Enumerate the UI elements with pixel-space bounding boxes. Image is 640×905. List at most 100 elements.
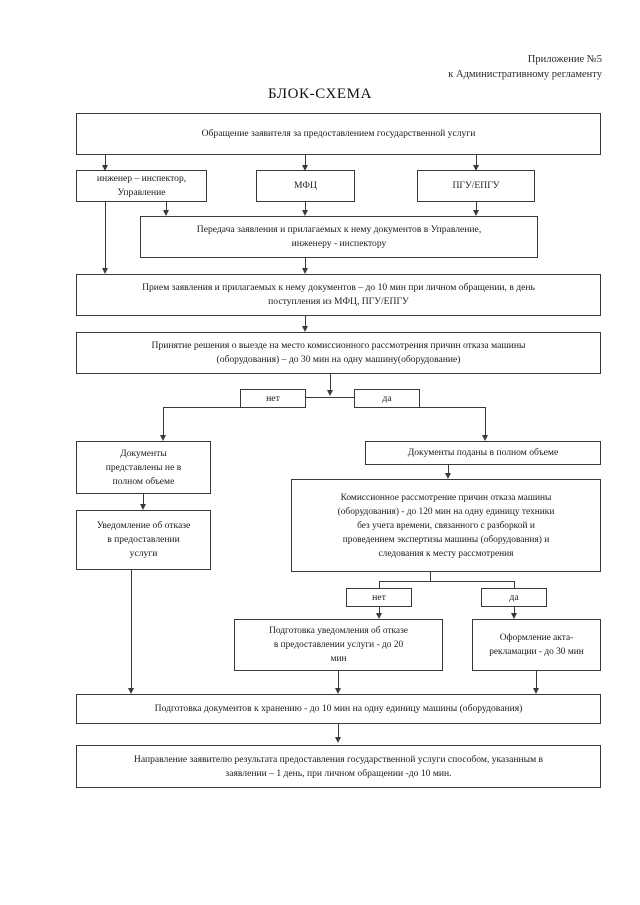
arrowhead-n2-n5 bbox=[162, 210, 169, 216]
node-commission-review: Комиссионное рассмотрение причин отказа … bbox=[291, 479, 601, 572]
edge-n7-branch bbox=[330, 374, 331, 392]
arrowhead-n10-n12 bbox=[139, 504, 146, 510]
node-prepare-storage: Подготовка документов к хранению - до 10… bbox=[76, 694, 601, 724]
node-accept-application-label-line1: Прием заявления и прилагаемых к нему док… bbox=[142, 282, 535, 293]
node-documents-incomplete-label-line1: Документы bbox=[120, 447, 167, 459]
arrowhead-n16-n18 bbox=[334, 688, 341, 694]
edge-n16-n18 bbox=[338, 671, 339, 690]
appendix-regulation-reference: к Административному регламенту bbox=[448, 69, 602, 80]
node-issue-claim-act: Оформление акта- рекламации - до 30 мин bbox=[472, 619, 601, 671]
node-engineer-inspector-label-line1: инженер – инспектор, bbox=[96, 173, 187, 184]
edge-n12-n18 bbox=[131, 570, 132, 690]
edge-branch2-yes bbox=[514, 581, 515, 588]
node-transfer-documents-label-line1: Передача заявления и прилагаемых к нему … bbox=[196, 224, 482, 235]
edge-n17-n18 bbox=[536, 671, 537, 690]
arrowhead-n1-n2 bbox=[101, 165, 108, 171]
node-commission-review-label-line3: без учета времени, связанного с разборко… bbox=[357, 520, 535, 531]
node-documents-incomplete: Документы представлены не в полном объем… bbox=[76, 441, 211, 494]
edge-n1-n3 bbox=[305, 155, 306, 167]
node-transfer-documents: Передача заявления и прилагаемых к нему … bbox=[140, 216, 538, 258]
node-prepare-storage-label: Подготовка документов к хранению - до 10… bbox=[154, 703, 523, 714]
edge-n14-n16 bbox=[379, 607, 380, 616]
node-prepare-refusal-notice: Подготовка уведомления об отказе в предо… bbox=[234, 619, 443, 671]
node-accept-application-label-line2: поступления из МФЦ, ПГУ/ЕПГУ bbox=[268, 296, 409, 307]
edge-n5-n6 bbox=[305, 258, 306, 270]
edge-n10-n12 bbox=[143, 494, 144, 506]
node-documents-complete-label: Документы поданы в полном объеме bbox=[407, 447, 559, 458]
node-citizen-request-label: Обращение заявителя за предоставлением г… bbox=[201, 128, 476, 139]
node-commission-review-label-line2: (оборудования) - до 120 мин на одну един… bbox=[337, 506, 555, 517]
node-transfer-documents-label-line2: инженеру - инспектору bbox=[291, 238, 387, 249]
arrowhead-n4-n5 bbox=[472, 210, 479, 216]
edge-n9-n11-horizontal bbox=[419, 407, 485, 408]
node-branch-no-1: нет bbox=[240, 389, 306, 408]
node-branch-yes-2-label: да bbox=[509, 591, 519, 603]
node-commission-review-label-line4: проведением экспертизы машины (оборудова… bbox=[342, 534, 550, 545]
arrowhead-n12-n18 bbox=[127, 688, 134, 694]
arrowhead-n18-n19 bbox=[334, 737, 341, 743]
node-commission-review-label-line1: Комиссионное рассмотрение причин отказа … bbox=[340, 492, 552, 503]
node-mfc: МФЦ bbox=[256, 170, 355, 202]
node-decision-site-visit: Принятие решения о выезде на место комис… bbox=[76, 332, 601, 374]
edge-n1-n2 bbox=[105, 155, 106, 167]
node-engineer-inspector: инженер – инспектор, Управление bbox=[76, 170, 207, 202]
arrowhead-n7-branch bbox=[326, 390, 333, 396]
arrowhead-n5-n6 bbox=[301, 268, 308, 274]
node-decision-site-visit-label-line1: Принятие решения о выезде на место комис… bbox=[151, 340, 526, 351]
node-branch-yes-1-label: да bbox=[382, 392, 392, 404]
arrowhead-n3-n5 bbox=[301, 210, 308, 216]
edge-n1-n4 bbox=[476, 155, 477, 167]
edge-n15-n17 bbox=[514, 607, 515, 616]
arrowhead-n8-n10 bbox=[159, 435, 166, 441]
arrowhead-n1-n3 bbox=[301, 165, 308, 171]
edge-n18-n19 bbox=[338, 724, 339, 739]
arrowhead-n15-n17 bbox=[510, 613, 517, 619]
node-pgu-epgu: ПГУ/ЕПГУ bbox=[417, 170, 535, 202]
node-branch-no-2-label: нет bbox=[372, 591, 386, 603]
arrowhead-n6-n7 bbox=[301, 326, 308, 332]
node-issue-claim-act-label-line2: рекламации - до 30 мин bbox=[489, 647, 584, 657]
arrowhead-n14-n16 bbox=[375, 613, 382, 619]
page-title: БЛОК-СХЕМА bbox=[267, 86, 373, 102]
edge-branch2-no bbox=[379, 581, 380, 588]
node-pgu-epgu-label: ПГУ/ЕПГУ bbox=[452, 180, 500, 191]
edge-n8-n10-horizontal bbox=[163, 407, 241, 408]
edge-n2-n6 bbox=[105, 202, 106, 270]
arrowhead-n1-n4 bbox=[472, 165, 479, 171]
node-send-result-label-line1: Направление заявителю результата предост… bbox=[133, 753, 544, 765]
node-accept-application: Прием заявления и прилагаемых к нему док… bbox=[76, 274, 601, 316]
edge-n13-branch2 bbox=[430, 572, 431, 581]
arrowhead-n11-n13 bbox=[444, 473, 451, 479]
node-branch-yes-1: да bbox=[354, 389, 420, 408]
arrowhead-n9-n11 bbox=[481, 435, 488, 441]
edge-n3-n5 bbox=[305, 202, 306, 212]
node-documents-complete: Документы поданы в полном объеме bbox=[365, 441, 601, 465]
node-send-result: Направление заявителю результата предост… bbox=[76, 745, 601, 788]
node-branch-no-1-label: нет bbox=[266, 392, 280, 404]
branch-connector-2 bbox=[379, 581, 514, 582]
node-documents-incomplete-label-line3: полном объеме bbox=[112, 475, 175, 487]
arrowhead-n17-n18 bbox=[532, 688, 539, 694]
node-issue-claim-act-label-line1: Оформление акта- bbox=[499, 633, 574, 643]
branch-connector-1 bbox=[306, 397, 354, 398]
appendix-number: Приложение №5 bbox=[527, 54, 602, 65]
node-mfc-label: МФЦ bbox=[294, 180, 317, 191]
edge-n6-n7 bbox=[305, 316, 306, 328]
node-branch-no-2: нет bbox=[346, 588, 412, 607]
edge-n11-n13 bbox=[448, 465, 449, 477]
edge-n2-n5 bbox=[166, 202, 167, 212]
node-branch-yes-2: да bbox=[481, 588, 547, 607]
edge-n9-n11-vertical bbox=[485, 407, 486, 437]
node-send-result-label-line2: заявлении – 1 день, при личном обращении… bbox=[225, 767, 452, 779]
node-engineer-inspector-label-line2: Управление bbox=[117, 187, 166, 198]
node-citizen-request: Обращение заявителя за предоставлением г… bbox=[76, 113, 601, 155]
node-refusal-notice-label-line2: в предоставлении bbox=[107, 534, 180, 545]
arrowhead-n2-n6 bbox=[101, 268, 108, 274]
node-documents-incomplete-label-line2: представлены не в bbox=[105, 461, 182, 473]
node-commission-review-label-line5: следования к месту рассмотрения bbox=[378, 548, 514, 559]
edge-n8-n10-vertical bbox=[163, 407, 164, 437]
node-prepare-refusal-notice-label-line2: в предоставлении услуги - до 20 bbox=[273, 640, 404, 650]
node-refusal-notice-label-line3: услуги bbox=[129, 548, 158, 559]
edge-n4-n5 bbox=[476, 202, 477, 212]
